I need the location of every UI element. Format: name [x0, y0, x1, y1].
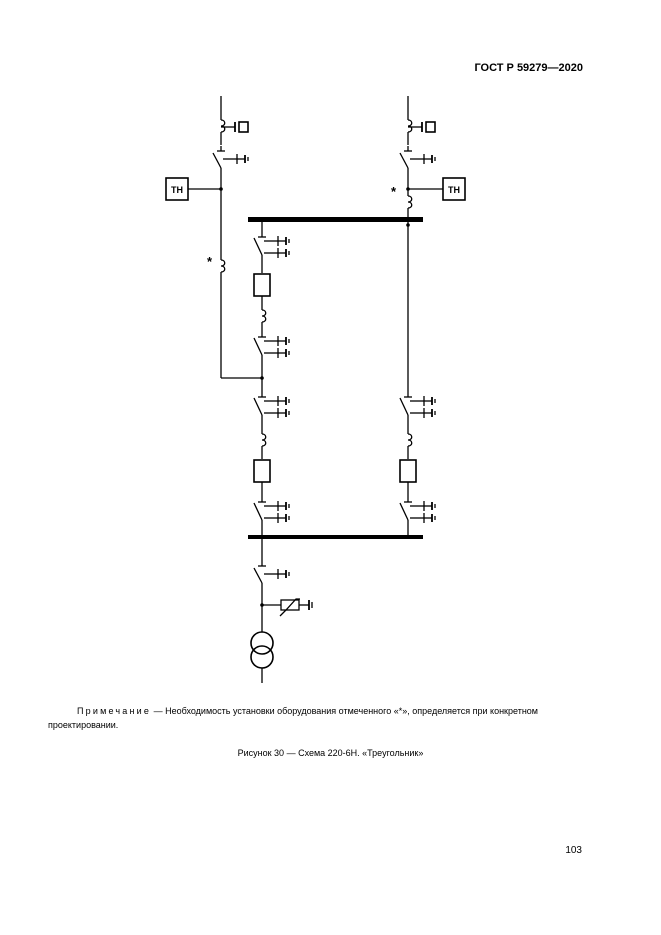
- disconnector-right-1: [399, 390, 436, 420]
- breaker-right: [399, 459, 417, 483]
- page-number: 103: [565, 845, 582, 856]
- figure-caption: Рисунок 30 — Схема 220-6Н. «Треугольник»: [237, 748, 424, 758]
- top-busbar: [248, 217, 423, 222]
- power-transformer: [250, 631, 274, 669]
- left-branch: [253, 222, 290, 536]
- right-line-feeder: [399, 96, 443, 220]
- vt-label-left: ТН: [171, 185, 183, 195]
- note-text: — Необходимость установки оборудования о…: [151, 706, 538, 716]
- document-code: ГОСТ Р 59279—2020: [474, 62, 583, 74]
- disconnector-left-3: [253, 390, 290, 420]
- transformer-feeder: [250, 539, 313, 683]
- line-disconnector-left: [212, 145, 249, 172]
- left-line-feeder: [188, 96, 262, 379]
- ct-optional-left: [220, 259, 226, 273]
- disconnector-left-4: [253, 495, 290, 525]
- surge-arrester: [262, 598, 313, 617]
- disconnector-left-2: [253, 330, 290, 360]
- breaker-left-bottom: [253, 459, 271, 483]
- asterisk-mark-left: *: [207, 254, 213, 269]
- breaker-left-top: [253, 273, 271, 297]
- transformer-disconnector: [253, 560, 290, 587]
- note-lead: Примечание: [77, 706, 152, 716]
- vt-label-right: ТН: [448, 185, 460, 195]
- right-branch: [399, 222, 436, 536]
- asterisk-mark-right: *: [391, 184, 397, 199]
- disconnector-right-2: [399, 495, 436, 525]
- ct-optional-right: [407, 195, 413, 209]
- note-continuation: проектировании.: [48, 720, 119, 730]
- note-paragraph: Примечание — Необходимость установки обо…: [48, 704, 585, 732]
- vt-box-left: ТН: [165, 177, 189, 201]
- vt-box-right: ТН: [442, 177, 466, 201]
- bottom-busbar: [248, 535, 423, 539]
- line-disconnector-right: [399, 145, 436, 172]
- disconnector-left-1: [253, 230, 290, 260]
